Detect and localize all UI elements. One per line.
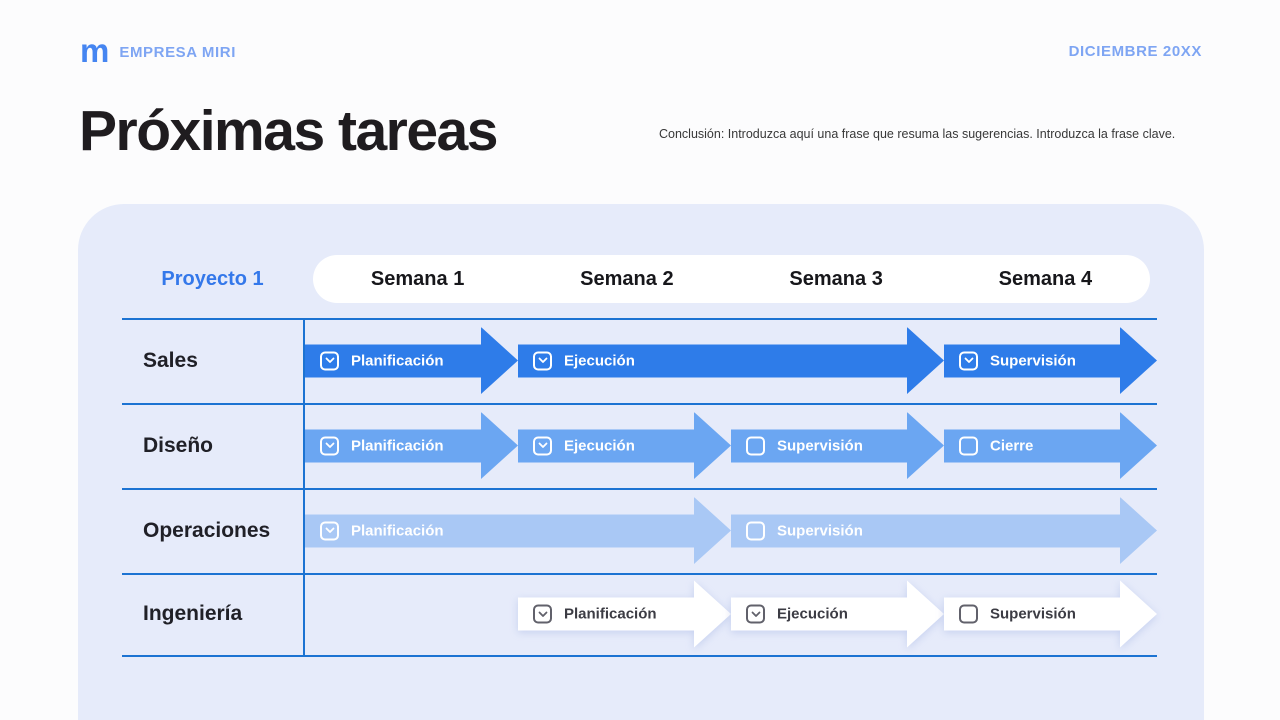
gantt-row-sales: Planificación Ejecución Supervisión bbox=[305, 318, 1157, 403]
checkbox-icon[interactable] bbox=[320, 351, 339, 370]
arrow-head-icon bbox=[481, 412, 518, 479]
task-arrow-sales-supervision: Supervisión bbox=[944, 327, 1157, 394]
task-bar: Supervisión bbox=[731, 429, 908, 462]
row-label-operaciones: Operaciones bbox=[143, 518, 271, 542]
checkbox-icon[interactable] bbox=[959, 351, 978, 370]
checkbox-icon[interactable] bbox=[746, 521, 765, 540]
task-arrow-ingenieria-planificacion: Planificación bbox=[518, 580, 731, 648]
task-bar: Ejecución bbox=[731, 597, 908, 631]
task-label: Ejecución bbox=[564, 352, 635, 369]
task-bar: Supervisión bbox=[944, 597, 1121, 631]
task-label: Planificación bbox=[351, 437, 444, 454]
task-label: Planificación bbox=[351, 352, 444, 369]
checkbox-icon[interactable] bbox=[959, 436, 978, 455]
checkbox-icon[interactable] bbox=[746, 436, 765, 455]
task-label: Planificación bbox=[564, 605, 657, 623]
task-bar: Ejecución bbox=[518, 344, 908, 377]
checkbox-icon[interactable] bbox=[533, 351, 552, 370]
task-label: Supervisión bbox=[990, 605, 1076, 623]
task-bar: Planificación bbox=[518, 597, 695, 631]
task-arrow-operaciones-planificacion: Planificación bbox=[305, 497, 731, 564]
company-logo-icon: m bbox=[80, 32, 110, 69]
task-label: Supervisión bbox=[990, 352, 1076, 369]
grid-line bbox=[122, 488, 1157, 490]
checkbox-icon[interactable] bbox=[320, 436, 339, 455]
arrow-head-icon bbox=[694, 497, 731, 564]
gantt-row-operaciones: Planificación Supervisión bbox=[305, 488, 1157, 573]
grid-line bbox=[122, 655, 1157, 657]
arrow-head-icon bbox=[1120, 327, 1157, 394]
gantt-row-ingenieria: Planificación Ejecución Supervisión bbox=[305, 573, 1157, 655]
checkbox-icon[interactable] bbox=[533, 604, 552, 624]
week-header-3: Semana 3 bbox=[789, 267, 883, 290]
arrow-head-icon bbox=[1120, 497, 1157, 564]
task-bar: Cierre bbox=[944, 429, 1121, 462]
week-header-4: Semana 4 bbox=[998, 267, 1093, 290]
grid-line bbox=[122, 318, 1157, 320]
slide-date: DICIEMBRE 20XX bbox=[1068, 43, 1202, 60]
page-title: Próximas tareas bbox=[79, 99, 498, 163]
task-label: Supervisión bbox=[777, 522, 863, 539]
arrow-head-icon bbox=[694, 412, 731, 479]
week-header-1: Semana 1 bbox=[370, 267, 465, 290]
arrow-head-icon bbox=[907, 412, 944, 479]
gantt-panel: Proyecto 1 Semana 1 Semana 2 Semana 3 Se… bbox=[78, 204, 1204, 720]
task-arrow-diseno-cierre: Cierre bbox=[944, 412, 1157, 479]
gantt-row-diseno: Planificación Ejecución Supervisión bbox=[305, 403, 1157, 488]
task-arrow-sales-planificacion: Planificación bbox=[305, 327, 518, 394]
grid-line bbox=[122, 403, 1157, 405]
row-label-ingenieria: Ingeniería bbox=[143, 602, 243, 625]
arrow-head-icon bbox=[907, 327, 944, 394]
brand: m EMPRESA MIRI bbox=[80, 32, 236, 69]
task-bar: Ejecución bbox=[518, 429, 695, 462]
grid-line bbox=[122, 573, 1157, 575]
grid-divider bbox=[303, 318, 305, 657]
task-bar: Planificación bbox=[305, 344, 482, 377]
task-label: Ejecución bbox=[777, 605, 848, 623]
task-label: Supervisión bbox=[777, 437, 863, 454]
row-label-sales: Sales bbox=[143, 348, 198, 372]
arrow-head-icon bbox=[1120, 580, 1157, 648]
task-label: Cierre bbox=[990, 437, 1034, 454]
task-arrow-ingenieria-ejecucion: Ejecución bbox=[731, 580, 944, 648]
week-header-pill: Semana 1 Semana 2 Semana 3 Semana 4 bbox=[313, 255, 1150, 303]
checkbox-icon[interactable] bbox=[320, 521, 339, 540]
arrow-head-icon bbox=[907, 580, 944, 648]
checkbox-icon[interactable] bbox=[533, 436, 552, 455]
task-bar: Supervisión bbox=[944, 344, 1121, 377]
arrow-head-icon bbox=[1120, 412, 1157, 479]
project-tab[interactable]: Proyecto 1 bbox=[161, 267, 264, 290]
arrow-head-icon bbox=[694, 580, 731, 648]
task-arrow-sales-ejecucion: Ejecución bbox=[518, 327, 944, 394]
week-header-2: Semana 2 bbox=[580, 267, 674, 290]
conclusion-text: Conclusión: Introduzca aquí una frase qu… bbox=[659, 127, 1176, 141]
task-label: Planificación bbox=[351, 522, 444, 539]
task-arrow-operaciones-supervision: Supervisión bbox=[731, 497, 1157, 564]
task-arrow-diseno-supervision: Supervisión bbox=[731, 412, 944, 479]
arrow-head-icon bbox=[481, 327, 518, 394]
row-label-diseno: Diseño bbox=[143, 433, 214, 457]
task-bar: Planificación bbox=[305, 514, 695, 547]
task-bar: Supervisión bbox=[731, 514, 1121, 547]
task-arrow-diseno-planificacion: Planificación bbox=[305, 412, 518, 479]
company-name: EMPRESA MIRI bbox=[119, 44, 236, 61]
task-arrow-diseno-ejecucion: Ejecución bbox=[518, 412, 731, 479]
checkbox-icon[interactable] bbox=[959, 604, 978, 624]
checkbox-icon[interactable] bbox=[746, 604, 765, 624]
task-arrow-ingenieria-supervision: Supervisión bbox=[944, 580, 1157, 648]
task-label: Ejecución bbox=[564, 437, 635, 454]
task-bar: Planificación bbox=[305, 429, 482, 462]
